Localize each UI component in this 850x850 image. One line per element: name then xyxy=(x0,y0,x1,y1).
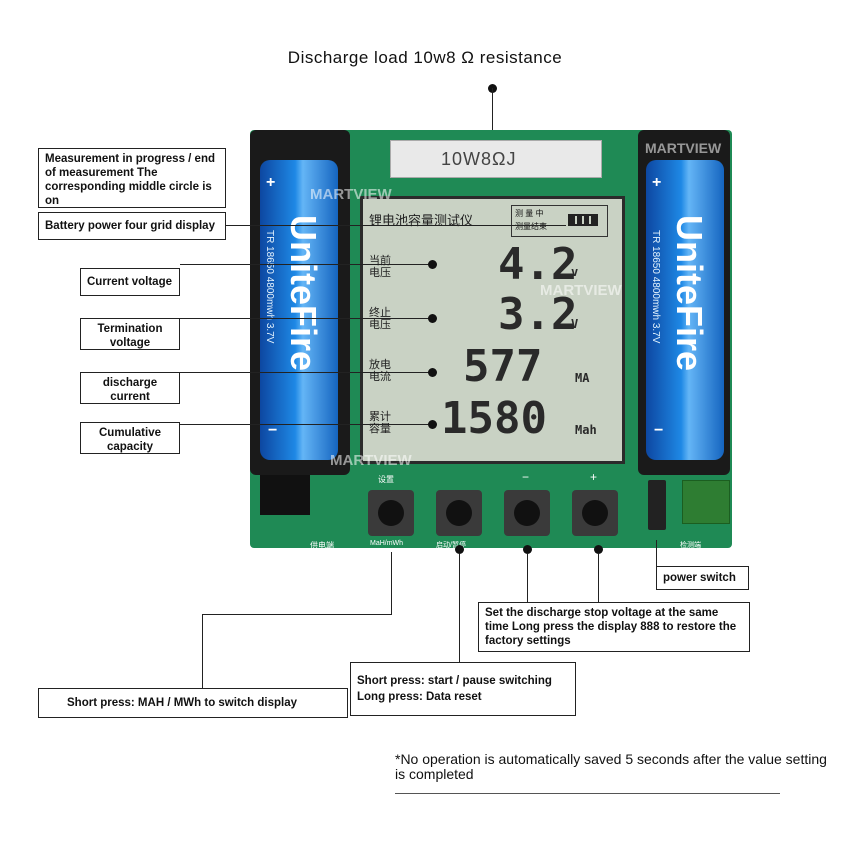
lcd-row-3-value: 577 xyxy=(463,341,543,392)
lcd-row-2-unit: V xyxy=(571,317,579,331)
lcd-row-2-label: 终止 电压 xyxy=(369,307,391,331)
board-label-plus: + xyxy=(590,470,598,484)
footnote: *No operation is automatically saved 5 s… xyxy=(395,751,827,782)
plus-pointer-dot xyxy=(594,545,603,554)
board-label-minus: − xyxy=(522,470,530,484)
minus-pointer-line xyxy=(527,554,528,602)
left-battery-brand: UniteFire xyxy=(283,215,324,372)
mah-pointer-line-h xyxy=(202,614,392,615)
lcd-row-1-unit: v xyxy=(571,265,579,279)
left-battery-plus: + xyxy=(266,174,276,191)
left-battery-model: TR 18650 4800mwh 3.7V xyxy=(264,230,275,344)
lcd-row-3-label: 放电 电流 xyxy=(369,359,391,383)
watermark-3: MARTVIEW xyxy=(645,140,722,156)
left-battery: UniteFire TR 18650 4800mwh 3.7V + − xyxy=(260,160,338,460)
board-label-mah: MaH/mWh xyxy=(370,540,404,547)
callout-stop-voltage: Set the discharge stop voltage at the sa… xyxy=(478,602,750,652)
callout-cumulative-capacity: Cumulative capacity xyxy=(80,422,180,454)
lcd-status-measuring: 测 量 中 xyxy=(515,209,544,218)
start-pause-button[interactable] xyxy=(436,490,482,536)
power-switch[interactable] xyxy=(648,480,666,530)
board-label-power-in: 供电端 xyxy=(310,541,334,550)
right-battery-plus: + xyxy=(652,174,662,191)
lcd-row-1-value: 4.2 xyxy=(498,239,578,290)
lcd-header: 锂电池容量测试仪 xyxy=(369,213,474,228)
minus-pointer-dot xyxy=(523,545,532,554)
terminal-block xyxy=(682,480,730,524)
title-pointer-line xyxy=(492,88,493,140)
watermark-4: MARTVIEW xyxy=(330,452,412,469)
lcd-status-box: 测 量 中 测量结束 xyxy=(511,205,608,237)
discharge-current-line xyxy=(180,372,432,373)
battery-grid-line xyxy=(226,225,566,226)
callout-power-switch: power switch xyxy=(656,566,749,590)
lcd-row-4-label: 累计 容量 xyxy=(369,411,391,435)
callout-battery-grid: Battery power four grid display xyxy=(38,212,226,240)
mah-pointer-line-v xyxy=(391,552,392,614)
board-label-detect: 检测端 xyxy=(680,542,701,549)
lcd-status-finished: 测量结束 xyxy=(515,222,547,231)
callout-discharge-current: discharge current xyxy=(80,372,180,404)
lcd-row-2-value: 3.2 xyxy=(498,289,578,340)
battery-level-icon xyxy=(568,214,598,226)
resistor-label: 10W8ΩJ xyxy=(441,149,517,169)
cumulative-capacity-dot xyxy=(428,420,437,429)
callout-measurement: Measurement in progress / end of measure… xyxy=(38,148,226,208)
current-voltage-line xyxy=(180,264,432,265)
minus-button[interactable] xyxy=(504,490,550,536)
footnote-rule xyxy=(395,793,780,794)
plus-button[interactable] xyxy=(572,490,618,536)
right-battery-brand: UniteFire xyxy=(669,215,710,372)
lcd-row-4-unit: Mah xyxy=(575,423,597,437)
watermark-2: MARTVIEW xyxy=(540,282,622,299)
lcd-display: 锂电池容量测试仪 测 量 中 测量结束 当前 电压 4.2 v 终止 电压 3.… xyxy=(360,196,625,464)
lcd-row-1-label: 当前 电压 xyxy=(369,255,391,279)
set-button[interactable] xyxy=(368,490,414,536)
callout-current-voltage: Current voltage xyxy=(80,268,180,296)
callout-start-pause: Short press: start / pause switching Lon… xyxy=(350,662,576,716)
right-battery-minus: − xyxy=(654,422,664,439)
callout-mah-switch: Short press: MAH / MWh to switch display xyxy=(38,688,348,718)
termination-voltage-line xyxy=(180,318,432,319)
right-battery: UniteFire TR 18650 4800mwh 3.7V + − xyxy=(646,160,724,460)
start-pointer-dot xyxy=(455,545,464,554)
title: Discharge load 10w8 Ω resistance xyxy=(287,48,563,67)
right-battery-model: TR 18650 4800mwh 3.7V xyxy=(650,230,661,344)
start-pointer-line xyxy=(459,554,460,662)
cumulative-capacity-line xyxy=(180,424,432,425)
left-battery-minus: − xyxy=(268,422,278,439)
power-switch-line xyxy=(656,540,657,566)
board-label-set: 设置 xyxy=(378,475,394,484)
discharge-resistor: 10W8ΩJ xyxy=(390,140,602,178)
plus-pointer-line xyxy=(598,554,599,602)
discharge-current-dot xyxy=(428,368,437,377)
lcd-row-4-value: 1580 xyxy=(441,393,547,444)
dc-jack xyxy=(260,475,310,515)
mah-pointer-line-v2 xyxy=(202,614,203,688)
termination-voltage-dot xyxy=(428,314,437,323)
board-label-start: 启动/暂停 xyxy=(436,542,466,549)
current-voltage-dot xyxy=(428,260,437,269)
watermark-1: MARTVIEW xyxy=(310,186,392,203)
lcd-row-3-unit: MA xyxy=(575,371,590,385)
callout-termination-voltage: Termination voltage xyxy=(80,318,180,350)
